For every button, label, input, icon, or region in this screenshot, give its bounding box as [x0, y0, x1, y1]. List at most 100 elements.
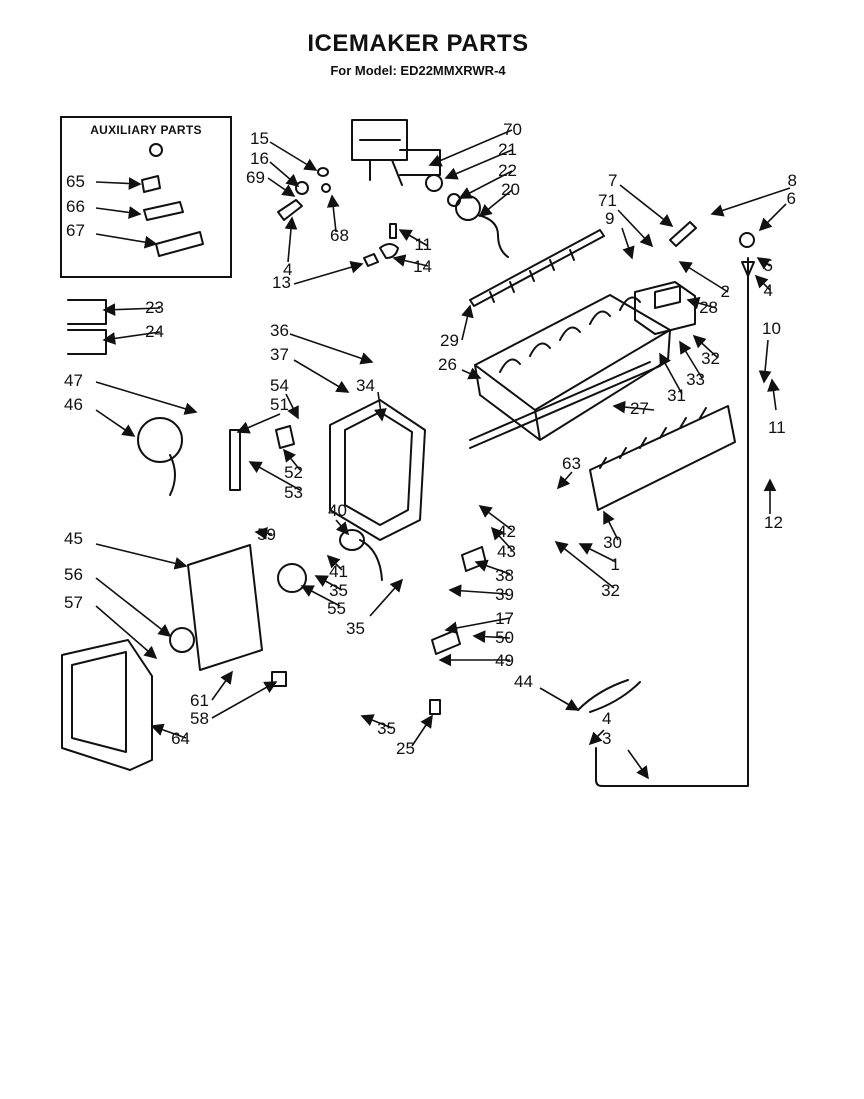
- leader-line-31: [659, 352, 683, 395]
- leader-line-6: [758, 203, 787, 232]
- callout-41: 41: [329, 562, 348, 581]
- leader-line-32-2: [554, 541, 615, 589]
- callout-36: 36: [270, 321, 289, 340]
- callout-4-3: 4: [602, 709, 611, 728]
- leader-line-1: [578, 543, 617, 563]
- callout-50: 50: [495, 628, 514, 647]
- callout-43: 43: [497, 542, 516, 561]
- callout-35: 35: [329, 581, 348, 600]
- callout-10: 10: [762, 319, 781, 338]
- callout-30: 30: [603, 533, 622, 552]
- callout-26: 26: [438, 355, 457, 374]
- leader-line-28: [686, 296, 717, 310]
- callout-35-2: 35: [346, 619, 365, 638]
- callout-65: 65: [66, 172, 85, 191]
- callout-27: 27: [630, 399, 649, 418]
- fill-tube-part: [595, 257, 749, 787]
- leader-line-63: [556, 471, 573, 490]
- harness-part: [577, 679, 641, 713]
- leader-line-52: [283, 448, 301, 471]
- valve-rings-part: [295, 167, 331, 195]
- callout-42: 42: [497, 522, 516, 541]
- leader-line-35: [314, 575, 343, 591]
- leader-line-14: [392, 254, 429, 267]
- housing-part: [634, 281, 696, 335]
- leader-line-9: [621, 227, 635, 260]
- leader-line-54: [285, 393, 299, 420]
- leader-line-33: [679, 340, 703, 379]
- callout-53: 53: [284, 483, 303, 502]
- auxiliary-parts-title: AUXILIARY PARTS: [90, 123, 202, 137]
- callout-11-2: 11: [768, 418, 786, 437]
- callout-35-3: 35: [377, 719, 396, 738]
- leader-line-44: [539, 687, 580, 711]
- leader-line-21: [444, 149, 513, 180]
- leader-line-68: [326, 194, 340, 233]
- callout-58: 58: [190, 709, 209, 728]
- callout-12: 12: [764, 513, 783, 532]
- leader-line-17: [444, 617, 511, 635]
- leader-line-70: [428, 129, 513, 167]
- callout-63: 63: [562, 454, 581, 473]
- valve-fitting-part: [277, 199, 303, 221]
- leader-line-3: [627, 749, 649, 780]
- callout-22: 22: [498, 161, 517, 180]
- leader-line-50: [472, 630, 511, 644]
- auxiliary-parts-box: AUXILIARY PARTS: [60, 116, 232, 278]
- mounting-plate-part: [187, 544, 263, 671]
- leader-line-53: [248, 461, 301, 491]
- cover-part: [61, 639, 153, 771]
- callout-45: 45: [64, 529, 83, 548]
- leader-line-34: [374, 391, 387, 422]
- leader-line-36: [289, 333, 374, 365]
- leader-line-55: [300, 585, 341, 607]
- callout-39: 39: [495, 585, 514, 604]
- leader-line-32: [692, 334, 719, 359]
- callout-47: 47: [64, 371, 83, 390]
- leader-line-71: [617, 209, 654, 248]
- callout-3: 3: [602, 729, 611, 748]
- leader-line-4: [284, 216, 298, 263]
- callout-69: 69: [246, 168, 265, 187]
- callout-34: 34: [356, 376, 375, 395]
- leader-line-25: [411, 714, 433, 747]
- leader-line-27: [612, 400, 655, 414]
- leader-line-11: [398, 229, 429, 247]
- leader-line-30: [603, 510, 619, 541]
- valve-nuts-part: [425, 174, 461, 207]
- leader-line-2: [678, 261, 729, 293]
- page-title: ICEMAKER PARTS: [307, 30, 529, 57]
- callout-2: 2: [721, 282, 730, 301]
- callout-13: 13: [272, 273, 291, 292]
- callout-15: 15: [250, 129, 269, 148]
- callout-21: 21: [498, 140, 517, 159]
- callout-8: 8: [788, 171, 797, 190]
- connector-parts: [67, 299, 107, 355]
- auxiliary-parts-art: [141, 143, 204, 257]
- callout-20: 20: [501, 180, 520, 199]
- callout-17: 17: [495, 609, 514, 628]
- leader-line-38: [474, 559, 511, 575]
- leader-line-29: [461, 304, 474, 341]
- callout-61: 61: [190, 691, 209, 710]
- callout-32-2: 32: [601, 581, 620, 600]
- leader-line-37: [293, 359, 350, 393]
- leader-line-42: [478, 505, 513, 531]
- callout-38: 38: [495, 566, 514, 585]
- leader-line-5: [756, 257, 771, 270]
- leader-line-69: [267, 177, 296, 197]
- callout-56: 56: [64, 565, 83, 584]
- leader-line-65: [95, 177, 142, 190]
- leader-line-64: [150, 723, 187, 739]
- callout-4-2: 4: [764, 281, 773, 300]
- leader-line-57: [95, 605, 158, 660]
- callout-24: 24: [145, 322, 164, 341]
- callout-37: 37: [270, 345, 289, 364]
- callout-49: 49: [495, 651, 514, 670]
- clip-parts: [363, 223, 399, 267]
- callout-16: 16: [250, 149, 269, 168]
- model-subtitle: For Model: ED22MMXRWR-4: [330, 63, 506, 78]
- leader-line-66: [95, 206, 142, 219]
- callout-51: 51: [270, 395, 289, 414]
- leader-line-58: [211, 681, 278, 719]
